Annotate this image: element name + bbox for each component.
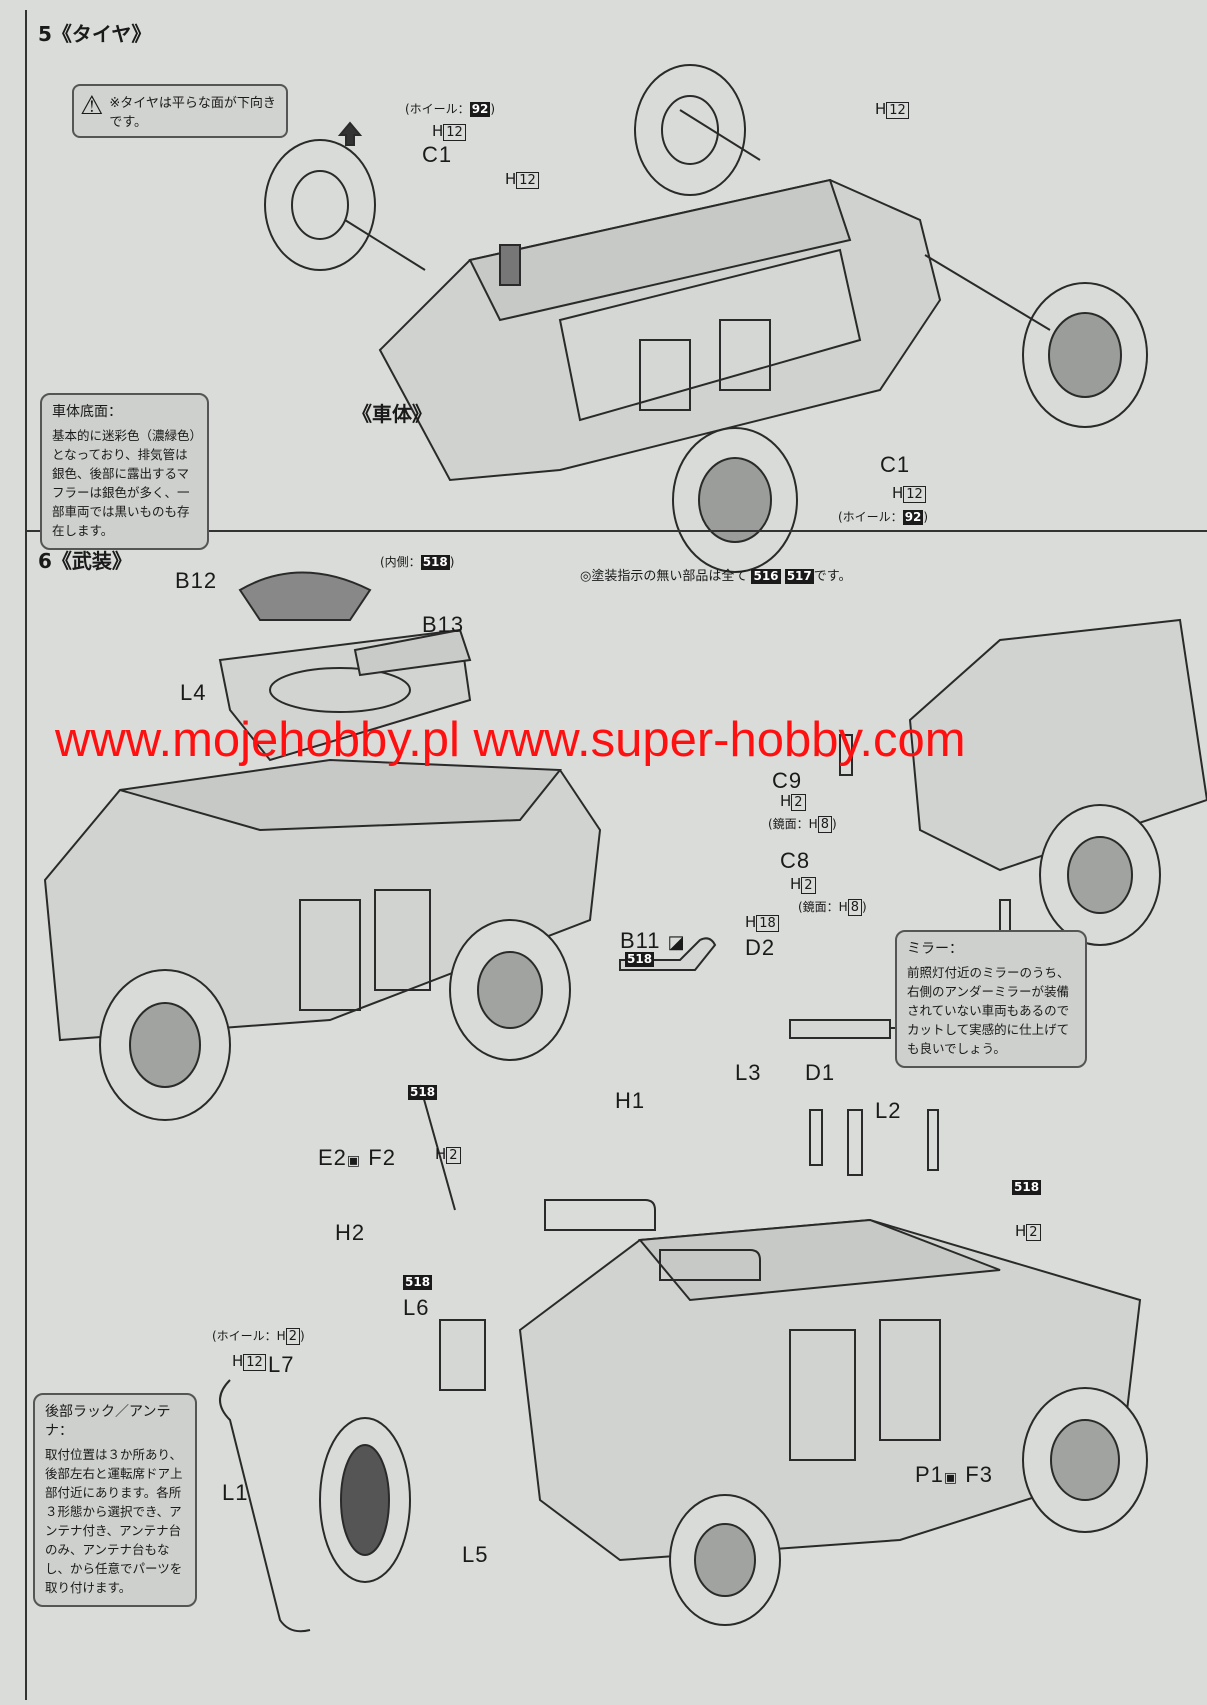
part-h2: H2 (335, 1220, 366, 1245)
note-body: 前照灯付近のミラーのうち、右側のアンダーミラーが装備されていない車両もあるのでカ… (907, 965, 1070, 1056)
cement-icon: ◪ (667, 932, 686, 952)
body-label: 《車体》 (352, 402, 432, 426)
warning-icon: ⚠ (80, 91, 104, 121)
note-title: 後部ラック／アンテナ： (45, 1404, 171, 1439)
part-b11: B11 ◪ (620, 928, 686, 953)
part-e2-f2: E2▣ F2 (318, 1145, 396, 1170)
part-c8: C8 (780, 848, 811, 873)
wheel-paint-bottom: (ホイール：92) (838, 510, 929, 525)
part-p1-f3: P1▣ F3 (915, 1462, 993, 1487)
part-l4: L4 (180, 680, 207, 705)
watermark: www.mojehobby.pl www.super-hobby.com (55, 713, 966, 767)
step6-title: 6《武装》 (38, 549, 132, 573)
note-title: 車体底面： (52, 404, 122, 420)
step6-main-vehicle-drawing (219, 1084, 1148, 1633)
part-l3: L3 (735, 1060, 762, 1085)
caution-box: ⚠ ※タイヤは平らな面が下向きです。 (72, 84, 288, 138)
step-divider (25, 530, 1207, 532)
part-d1: D1 (805, 1060, 836, 1085)
rear-rack-note: 後部ラック／アンテナ： 取付位置は３か所あり、後部左右と運転席ドア上部付近にあり… (33, 1393, 197, 1607)
cement-icon: ▣ (943, 1469, 959, 1485)
step6-right-vehicle-drawing (908, 618, 1207, 946)
underbody-note: 車体底面： 基本的に迷彩色（濃緑色）となっており、排気管は銀色、後部に露出するマ… (40, 393, 209, 550)
part-c1-bottom: C1 (880, 452, 911, 477)
step6-turret-drawing (218, 571, 472, 762)
step5-title: 5《タイヤ》 (38, 22, 152, 46)
rack-paint: 518 (1012, 1180, 1042, 1195)
part-c9: C9 (772, 768, 803, 793)
part-l1: L1 (222, 1480, 249, 1505)
part-b13: B13 (422, 612, 465, 637)
note-body: 取付位置は３か所あり、後部左右と運転席ドア上部付近にあります。各所３形態から選択… (45, 1447, 183, 1595)
cement-icon: ▣ (346, 1152, 362, 1168)
part-l7: L7 (268, 1352, 295, 1377)
wheel-paint-top: (ホイール：92) (405, 102, 496, 117)
caution-text: ※タイヤは平らな面が下向きです。 (109, 96, 276, 130)
note-title: ミラー： (907, 941, 963, 957)
step5-wheels (264, 64, 1148, 573)
b11-paint: 518 (625, 952, 655, 967)
part-l6: L6 (403, 1295, 430, 1320)
part-b12: B12 (175, 568, 218, 593)
part-d2: D2 (745, 935, 776, 960)
antenna-paint: 518 (408, 1085, 438, 1100)
note-body: 基本的に迷彩色（濃緑色）となっており、排気管は銀色、後部に露出するマフラーは銀色… (52, 428, 196, 538)
step6-left-vehicle-drawing (43, 758, 602, 1121)
inner-paint: (内側：518) (380, 555, 455, 570)
part-l2: L2 (875, 1098, 902, 1123)
step-frame (25, 10, 27, 1700)
part-c1-top: C1 (422, 142, 453, 167)
mirror-note: ミラー： 前照灯付近のミラーのうち、右側のアンダーミラーが装備されていない車両も… (895, 930, 1087, 1068)
part-l5: L5 (462, 1542, 489, 1567)
l6-paint: 518 (403, 1275, 433, 1290)
step5-chassis-drawing (378, 178, 942, 482)
step6-small-parts (439, 734, 1011, 1391)
part-h1: H1 (615, 1088, 646, 1113)
